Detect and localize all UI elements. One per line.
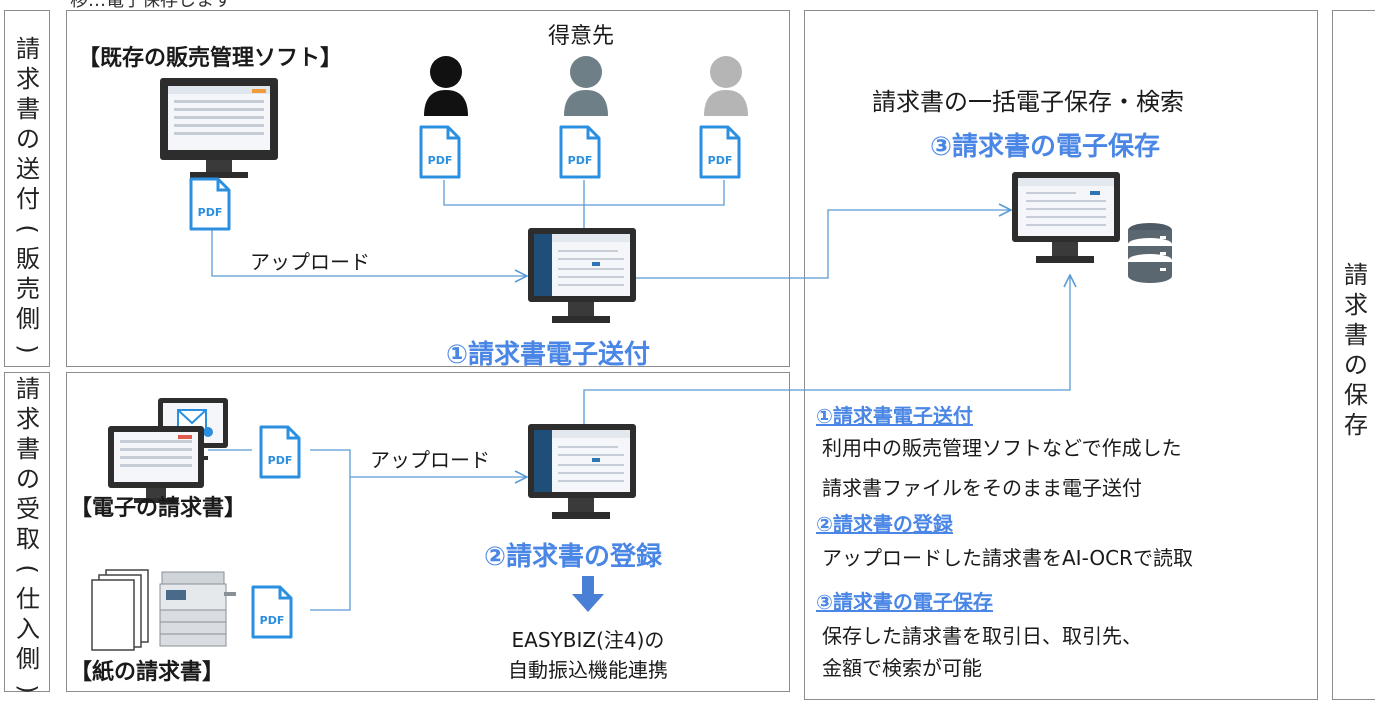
send-side-label-char: 販 [16, 245, 40, 273]
storage-label-char: 保 [1344, 381, 1368, 409]
storage-label-char: 存 [1344, 411, 1368, 439]
pdf-file-icon: PDF [258, 424, 302, 480]
customer-icon-gray [564, 56, 608, 116]
send-side-label-char: 側 [16, 305, 40, 333]
step3-label: ③請求書の電子保存 [930, 132, 1161, 162]
send-side-label-char: 送 [16, 155, 40, 183]
paper-documents-icon [91, 569, 149, 651]
system-monitor-icon [528, 228, 636, 323]
customer-icon-light [704, 56, 748, 116]
desc-step3-line2: 金額で検索が可能 [822, 656, 982, 680]
desc-step3-title: ③請求書の電子保存 [816, 590, 993, 614]
easybiz-line1: EASYBIZ(注4)の [511, 628, 665, 652]
storage-label-char: 請 [1344, 261, 1368, 289]
pdf-file-icon: PDF [418, 124, 462, 180]
pdf-file-icon: PDF [250, 584, 294, 640]
storage-label-char: の [1344, 351, 1368, 379]
desc-step1-title: ①請求書電子送付 [816, 404, 973, 428]
easybiz-line2: 自動振込機能連携 [508, 658, 668, 682]
desc-step1-line2: 請求書ファイルをそのまま電子送付 [822, 476, 1142, 500]
receive-side-label: 請求書の受取(仕入側) [14, 374, 42, 704]
copier-icon [159, 571, 236, 647]
send-side-label-char: 付 [16, 185, 40, 213]
receive-side-label-char: 仕 [16, 585, 40, 613]
top-fragment: 移…電子保存します [70, 0, 232, 11]
send-side-label-char: 求 [16, 65, 40, 93]
receive-side-label-char: 側 [16, 645, 40, 673]
step1-label: ①請求書電子送付 [446, 340, 651, 370]
software-title: 【既存の販売管理ソフト】 [78, 46, 343, 71]
receive-side-label-char: 書 [16, 435, 40, 463]
customers-label: 得意先 [548, 24, 615, 49]
send-side-label-box [4, 10, 50, 367]
pc-monitor-icon [108, 426, 204, 503]
paper-invoice-label: 【紙の請求書】 [70, 660, 225, 685]
send-side-label-char: 請 [16, 35, 40, 63]
top-panel [66, 10, 790, 367]
desc-step2-line1: アップロードした請求書をAI-OCRで読取 [822, 546, 1193, 570]
customer-icon-black [424, 56, 468, 116]
upload-label-bottom: アップロード [370, 448, 490, 472]
storage-label: 請求書の保存 [1342, 260, 1370, 440]
storage-monitor-icon [1012, 172, 1120, 263]
desc-step2-title: ②請求書の登録 [816, 512, 953, 536]
pdf-file-icon: PDF [188, 176, 232, 232]
legacy-software-monitor-icon [160, 78, 278, 178]
storage-label-char: 書 [1344, 321, 1368, 349]
right-panel [804, 10, 1318, 700]
storage-label-char: 求 [1344, 291, 1368, 319]
database-icon [1128, 223, 1172, 283]
receive-side-label-char: 受 [16, 495, 40, 523]
send-side-label-char: 売 [16, 275, 40, 303]
storage-heading: 請求書の一括電子保存・検索 [872, 88, 1184, 116]
connector-lines [208, 180, 1375, 612]
storage-label-box [1332, 10, 1375, 700]
step2-label: ②請求書の登録 [484, 542, 663, 572]
receive-side-label-char: 取 [16, 525, 40, 553]
system-monitor-icon [528, 424, 636, 519]
desc-step1-line1: 利用中の販売管理ソフトなどで作成した [822, 436, 1182, 460]
receive-side-label-box [4, 372, 50, 692]
electronic-invoice-label: 【電子の請求書】 [70, 496, 247, 521]
receive-side-label-char: 請 [16, 375, 40, 403]
send-side-label: 請求書の送付(販売側) [14, 34, 42, 364]
receive-side-label-char: の [16, 465, 40, 493]
receive-side-label-char: 求 [16, 405, 40, 433]
pdf-file-icon: PDF [698, 124, 742, 180]
receive-side-label-char: 入 [16, 615, 40, 643]
send-side-label-char: 書 [16, 95, 40, 123]
send-side-label-char: の [16, 125, 40, 153]
upload-label-top: アップロード [250, 250, 370, 274]
desc-step3-line1: 保存した請求書を取引日、取引先、 [822, 624, 1142, 648]
pdf-file-icon: PDF [558, 124, 602, 180]
